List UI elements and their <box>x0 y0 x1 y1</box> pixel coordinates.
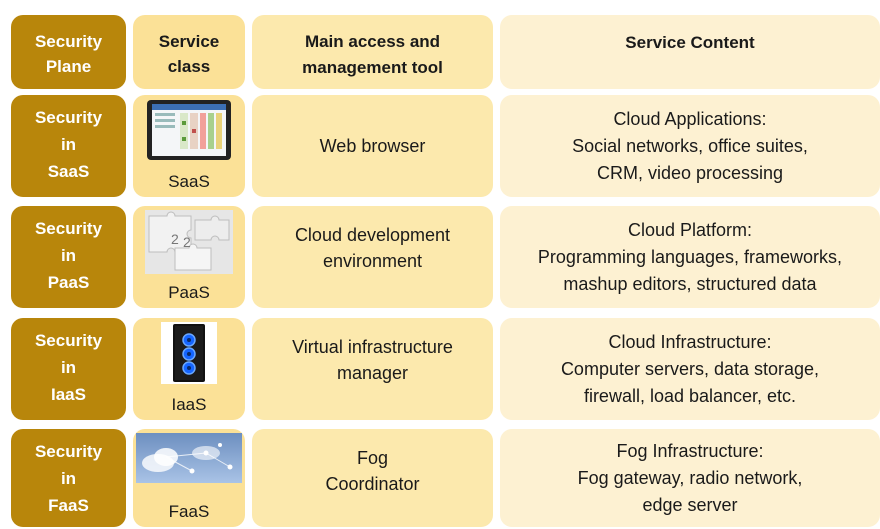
content-line: firewall, load balancer, etc. <box>583 385 797 406</box>
content-line: Social networks, office suites, <box>572 135 808 156</box>
header-security-plane: Security Plane <box>11 15 126 89</box>
puzzle-pieces-icon: 2 2 <box>145 210 233 274</box>
class-label-faas: FaaS <box>168 502 210 521</box>
plane-line: in <box>60 135 77 154</box>
tool-cell-paas: Cloud development environment <box>252 206 493 308</box>
tool-line: Coordinator <box>325 474 420 494</box>
content-line: Fog Infrastructure: <box>616 440 764 461</box>
content-line: edge server <box>642 494 738 515</box>
content-cell-saas: Cloud Applications: Social networks, off… <box>500 95 880 197</box>
header-class-line2: class <box>167 57 211 76</box>
tool-cell-iaas: Virtual infrastructure manager <box>252 318 493 420</box>
content-line: Programming languages, frameworks, <box>537 246 843 267</box>
plane-cell-iaas: Security in IaaS <box>11 318 126 420</box>
spreadsheet-tablet-icon <box>147 100 231 160</box>
plane-line: FaaS <box>48 496 89 515</box>
plane-line: Security <box>34 331 103 350</box>
plane-line: Security <box>34 442 103 461</box>
plane-line: Security <box>34 108 103 127</box>
content-line: Fog gateway, radio network, <box>577 467 803 488</box>
content-line: Computer servers, data storage, <box>560 358 820 379</box>
plane-cell-saas: Security in SaaS <box>11 95 126 197</box>
plane-line: in <box>60 358 77 377</box>
plane-line: Security <box>34 219 103 238</box>
plane-line: in <box>60 246 77 265</box>
header-content-label: Service Content <box>625 33 755 52</box>
tool-line: Virtual infrastructure <box>292 337 453 357</box>
content-cell-paas: Cloud Platform: Programming languages, f… <box>500 206 880 308</box>
plane-cell-faas: Security in FaaS <box>11 429 126 527</box>
content-cell-iaas: Cloud Infrastructure: Computer servers, … <box>500 318 880 420</box>
plane-line: IaaS <box>51 385 86 404</box>
svg-text:2: 2 <box>183 234 191 250</box>
content-line: CRM, video processing <box>596 162 784 183</box>
header-service-class: Service class <box>133 15 245 89</box>
header-service-content: Service Content <box>500 15 880 89</box>
tool-cell-saas: Web browser <box>252 95 493 197</box>
content-line: Cloud Infrastructure: <box>608 331 772 352</box>
plane-line: SaaS <box>47 162 90 181</box>
header-tool-line1: Main access and <box>304 32 441 51</box>
class-cell-paas: 2 2 PaaS <box>133 206 245 308</box>
content-cell-faas: Fog Infrastructure: Fog gateway, radio n… <box>500 429 880 527</box>
class-label-saas: SaaS <box>168 172 210 191</box>
class-cell-faas: FaaS <box>133 429 245 527</box>
fog-cloud-network-icon <box>136 433 242 483</box>
content-line: mashup editors, structured data <box>563 273 817 294</box>
class-cell-saas: SaaS <box>133 95 245 197</box>
tool-line: Fog <box>356 448 389 468</box>
header-plane-line1: Security <box>34 32 103 51</box>
tool-line: Cloud development <box>294 225 451 245</box>
header-plane-line2: Plane <box>45 57 92 76</box>
header-tool-line2: management tool <box>302 58 443 77</box>
plane-line: in <box>60 469 77 488</box>
plane-line: PaaS <box>47 273 90 292</box>
svg-text:2: 2 <box>171 231 179 247</box>
tool-line: environment <box>322 251 423 271</box>
server-tower-icon <box>161 322 217 384</box>
header-access-tool: Main access and management tool <box>252 15 493 89</box>
content-line: Cloud Applications: <box>613 108 767 129</box>
content-line: Cloud Platform: <box>627 219 753 240</box>
class-label-iaas: IaaS <box>171 395 207 414</box>
tool-line: manager <box>336 363 409 383</box>
tool-cell-faas: Fog Coordinator <box>252 429 493 527</box>
class-cell-iaas: IaaS <box>133 318 245 420</box>
header-class-line1: Service <box>158 32 220 51</box>
class-label-paas: PaaS <box>168 283 210 302</box>
tool-line: Web browser <box>319 136 426 156</box>
plane-cell-paas: Security in PaaS <box>11 206 126 308</box>
